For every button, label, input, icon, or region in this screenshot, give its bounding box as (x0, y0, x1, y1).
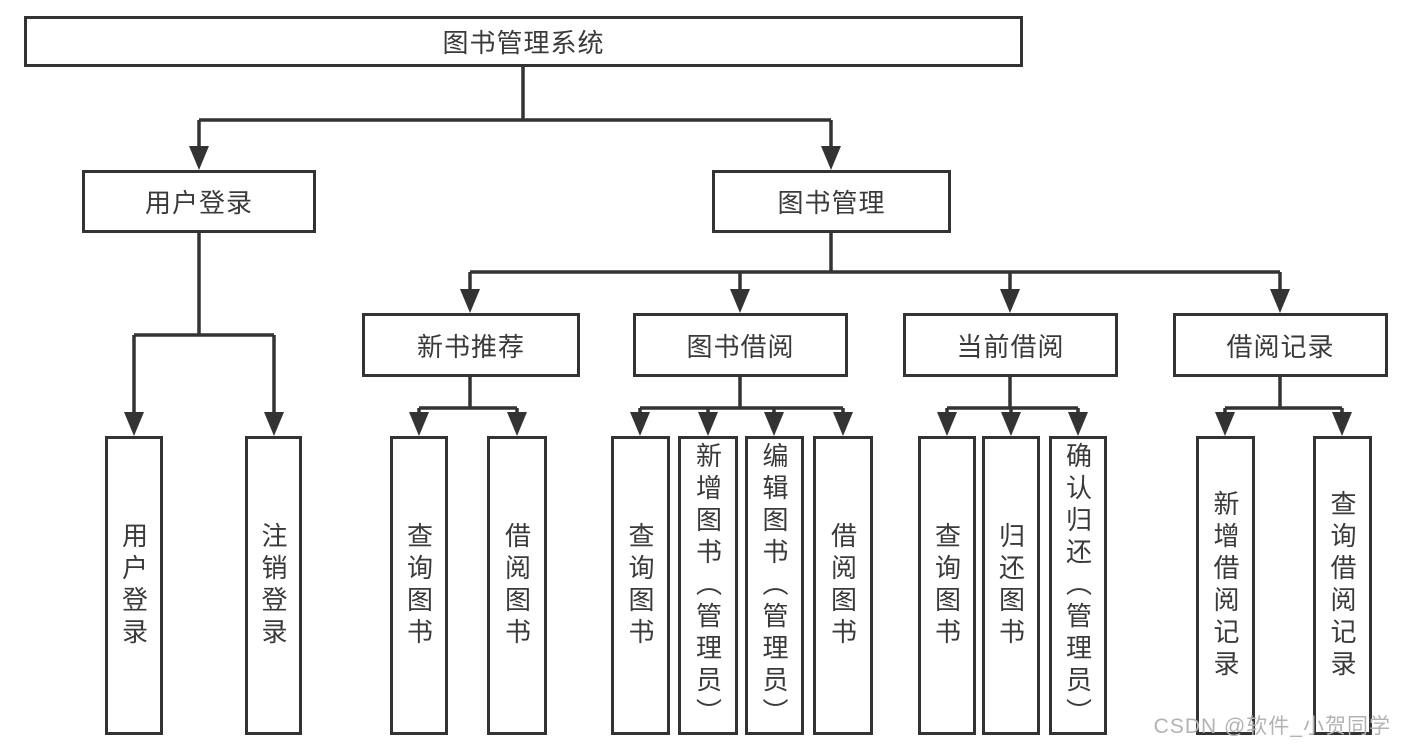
node-user-login: 用户登录 (82, 170, 316, 233)
connector-line (132, 233, 276, 414)
connectors-new-book-recommend-children (409, 377, 527, 436)
arrowhead-icon (698, 412, 718, 436)
leaf-nb-borrow-books: 借阅图书 (487, 436, 547, 735)
leaf-cb-confirm-return-admin: 确认归还（管理员） (1049, 436, 1107, 735)
leaf-bb-borrow-books: 借阅图书 (813, 436, 873, 735)
arrowhead-icon (730, 289, 750, 313)
node-label: 借阅图书 (827, 521, 858, 650)
node-label: 图书管理系统 (442, 28, 605, 58)
connectors-root-to-level2 (189, 67, 841, 170)
node-current-borrowing: 当前借阅 (903, 313, 1118, 377)
arrowhead-icon (507, 412, 527, 436)
leaf-user-login: 用户登录 (105, 436, 163, 735)
leaf-logout: 注销登录 (245, 436, 302, 735)
node-label: 查询图书 (403, 521, 434, 650)
node-label: 确认归还（管理员） (1062, 441, 1093, 730)
node-label: 用户登录 (118, 521, 149, 650)
arrowhead-icon (1001, 412, 1021, 436)
arrowhead-icon (1270, 289, 1290, 313)
node-label: 查询图书 (931, 521, 962, 650)
node-label: 图书借阅 (686, 331, 795, 362)
node-label: 归还图书 (995, 521, 1026, 650)
connectors-borrow-records-children (1215, 377, 1352, 436)
arrowhead-icon (937, 412, 957, 436)
arrowhead-icon (821, 146, 841, 170)
node-root-system: 图书管理系统 (24, 16, 1023, 67)
connector-line (945, 377, 1080, 414)
arrowhead-icon (460, 289, 480, 313)
node-label: 借阅图书 (501, 521, 532, 650)
leaf-bb-query-books: 查询图书 (611, 436, 670, 735)
arrowhead-icon (124, 412, 144, 436)
arrowhead-icon (1332, 412, 1352, 436)
arrowhead-icon (264, 412, 284, 436)
node-new-book-recommend: 新书推荐 (362, 313, 580, 377)
connector-line (417, 377, 519, 414)
arrowhead-icon (1000, 289, 1020, 313)
node-label: 注销登录 (258, 521, 288, 650)
leaf-cb-query-books: 查询图书 (918, 436, 976, 735)
node-label: 查询借阅记录 (1327, 489, 1357, 682)
arrowhead-icon (189, 146, 209, 170)
node-label: 新书推荐 (416, 331, 525, 362)
arrowhead-icon (409, 412, 429, 436)
node-label: 用户登录 (144, 188, 253, 218)
arrowhead-icon (1215, 412, 1235, 436)
connector-line (468, 233, 1282, 291)
connectors-book-management-children (460, 233, 1290, 313)
leaf-bb-add-books-admin: 新增图书（管理员） (678, 436, 738, 735)
arrowhead-icon (630, 412, 650, 436)
node-label: 新增图书（管理员） (692, 441, 723, 730)
node-label: 借阅记录 (1226, 331, 1335, 362)
connector-line (638, 377, 845, 414)
node-label: 查询图书 (625, 521, 655, 650)
node-label: 当前借阅 (956, 331, 1065, 362)
node-label: 编辑图书（管理员） (759, 441, 789, 730)
connectors-book-borrowing-children (630, 377, 853, 436)
arrowhead-icon (1068, 412, 1088, 436)
leaf-br-query-record: 查询借阅记录 (1313, 436, 1372, 735)
node-borrow-records: 借阅记录 (1173, 313, 1388, 377)
leaf-bb-edit-books-admin: 编辑图书（管理员） (745, 436, 804, 735)
connectors-user-login-children (124, 233, 284, 436)
connector-line (1223, 377, 1344, 414)
arrowhead-icon (833, 412, 853, 436)
leaf-br-add-record: 新增借阅记录 (1196, 436, 1255, 735)
node-book-borrowing: 图书借阅 (633, 313, 848, 377)
node-label: 图书管理 (777, 188, 886, 218)
node-label: 新增借阅记录 (1210, 489, 1240, 682)
watermark: CSDN @软件_小贺同学 (1153, 715, 1391, 738)
leaf-nb-query-books: 查询图书 (390, 436, 448, 735)
arrowhead-icon (764, 412, 784, 436)
node-book-management: 图书管理 (712, 170, 951, 233)
connector-line (197, 67, 833, 148)
connectors-current-borrowing-children (937, 377, 1088, 436)
leaf-cb-return-books: 归还图书 (982, 436, 1040, 735)
